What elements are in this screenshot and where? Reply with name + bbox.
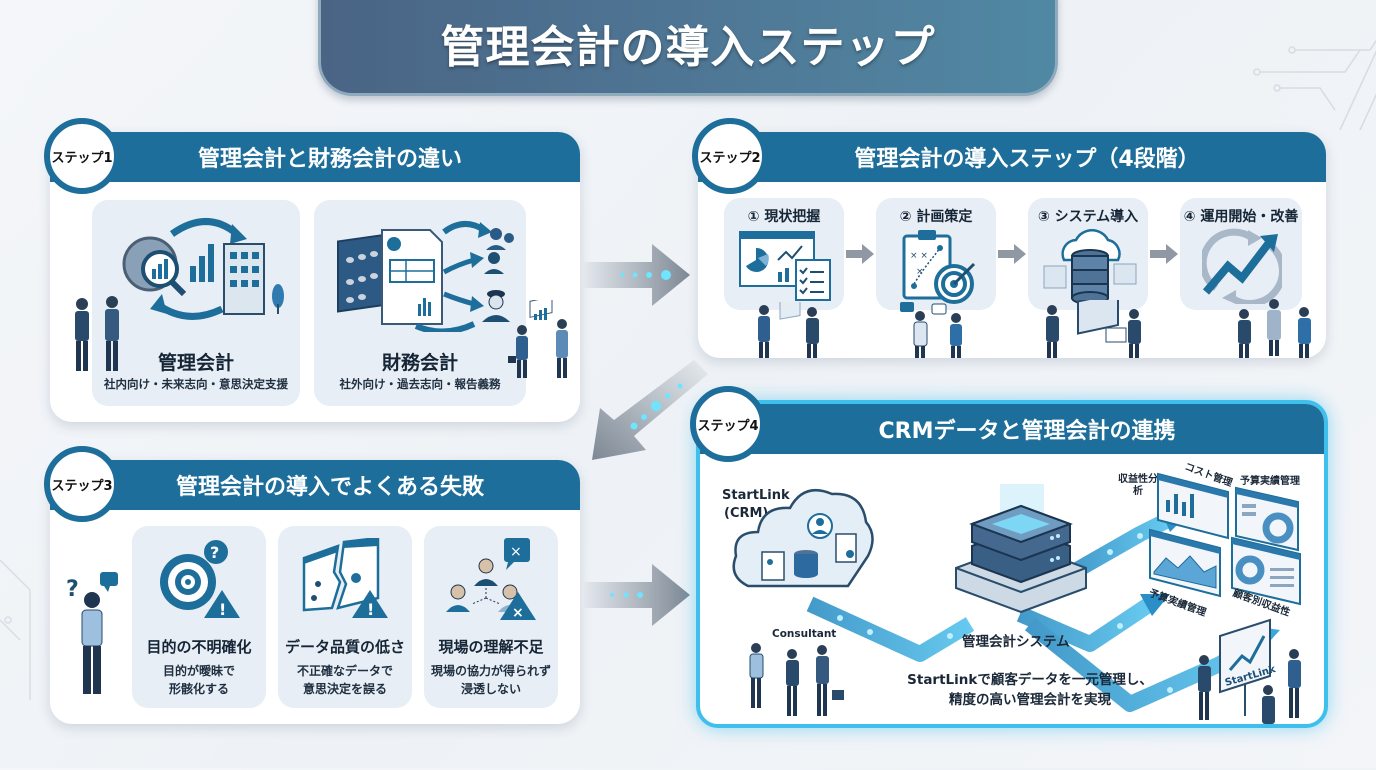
management-accounting-subtitle: 社内向け・未来志向・意思決定支援 <box>104 377 288 391</box>
svg-text:×: × <box>512 605 524 621</box>
step4-panel: CRMデータと管理会計の連携 ステップ4 StartLink (CRM) Con… <box>690 386 1328 728</box>
title-banner: 管理会計の導入ステップ <box>318 0 1058 96</box>
stage-card-1: ① 現状把握 <box>724 198 844 310</box>
management-accounting-card: 管理会計 社内向け・未来志向・意思決定支援 <box>92 200 300 406</box>
failure-card-3: × × 現場の理解不足 現場の協力が得られず 浸透しない <box>424 526 558 708</box>
clipboard-target-icon: × × × <box>902 230 976 304</box>
people-illustration-stage2 <box>900 302 962 358</box>
step4-caption-line1: StartLinkで顧客データを一元管理し、 <box>907 672 1153 688</box>
failure-subtitle-2a: 不正確なデータで <box>296 664 393 678</box>
svg-text:!: ! <box>219 600 226 619</box>
page-title: 管理会計の導入ステップ <box>440 21 936 73</box>
people-illustration-stage3 <box>1046 300 1141 358</box>
team-disconnect-icon: × × <box>446 538 536 621</box>
stage-card-3: ③ システム導入 <box>1028 198 1148 310</box>
failure-subtitle-1b: 形骸化する <box>168 682 229 696</box>
step2-panel: 管理会計の導入ステップ（4段階） ステップ2 ① 現状把握 ② 計画策定 × ×… <box>692 118 1326 358</box>
failure-title-3: 現場の理解不足 <box>438 638 544 656</box>
step4-header: CRMデータと管理会計の連携 <box>700 404 1324 454</box>
dashboard-label-profitability: 収益性分析 <box>1118 474 1158 497</box>
consultant-label: Consultant <box>772 628 837 640</box>
circuit-decoration-right <box>1253 39 1376 130</box>
target-question-icon: ? ! <box>160 540 240 619</box>
svg-text:!: ! <box>367 600 374 619</box>
step2-header: 管理会計の導入ステップ（4段階） <box>698 132 1326 182</box>
dashboard-budget-area-icon <box>1149 528 1221 598</box>
stage-card-4: ④ 運用開始・改善 <box>1180 198 1302 310</box>
confused-person-icon: ? <box>66 572 118 694</box>
stage-card-2: ② 計画策定 × × × <box>876 198 996 310</box>
svg-text:×: × <box>510 544 522 560</box>
step1-badge: ステップ1 <box>44 118 120 194</box>
management-system-server-icon <box>955 484 1087 614</box>
failure-subtitle-3b: 浸透しない <box>460 682 521 696</box>
stage-label-4: ④ 運用開始・改善 <box>1183 209 1299 225</box>
failure-subtitle-2b: 意思決定を誤る <box>302 682 387 696</box>
broken-data-icon: ! <box>302 538 388 619</box>
crm-cloud-icon <box>732 489 874 588</box>
abacus-report-stakeholders-icon <box>337 221 514 332</box>
stage-label-1: ① 現状把握 <box>747 209 821 225</box>
svg-text:?: ? <box>210 543 219 562</box>
consultant-handshake-icon <box>749 643 844 716</box>
stage-arrow-2 <box>998 244 1026 264</box>
failure-subtitle-3a: 現場の協力が得られず <box>430 664 551 678</box>
stage-arrow-3 <box>1150 244 1178 264</box>
step3-heading: 管理会計の導入でよくある失敗 <box>175 475 484 500</box>
dashboard-budget-icon <box>1235 486 1299 552</box>
step2-badge: ステップ2 <box>692 118 768 194</box>
step4-caption-line2: 精度の高い管理会計を実現 <box>949 692 1111 708</box>
step1-heading: 管理会計と財務会計の違い <box>197 147 462 172</box>
people-illustration-stage4 <box>1238 299 1311 358</box>
crm-label-line1: StartLink <box>722 488 790 503</box>
stage-label-3: ③ システム導入 <box>1037 209 1139 225</box>
failure-title-1: 目的の不明確化 <box>146 638 252 656</box>
svg-text:?: ? <box>66 577 79 602</box>
dashboard-customer-profit-icon <box>1231 536 1301 606</box>
presentation-people-icon <box>508 300 568 378</box>
step1-header: 管理会計と財務会計の違い <box>50 132 580 182</box>
failure-title-2: データ品質の低さ <box>284 638 405 656</box>
cloud-database-icon <box>1043 229 1137 305</box>
step2-heading: 管理会計の導入ステップ（4段階） <box>854 147 1200 172</box>
failure-card-2: ! データ品質の低さ 不正確なデータで 意思決定を誤る <box>278 526 412 708</box>
step3-header: 管理会計の導入でよくある失敗 <box>50 460 580 510</box>
stage-arrow-1 <box>846 244 874 264</box>
growth-cycle-icon <box>1202 228 1282 304</box>
management-accounting-title: 管理会計 <box>157 352 234 374</box>
step3-panel: 管理会計の導入でよくある失敗 ステップ3 ? ? ! 目的の不明確化 目的が曖昧… <box>44 446 580 724</box>
step1-panel: 管理会計と財務会計の違い ステップ1 管理会計 社内向け・未来志向・意思決定支援 <box>44 118 580 422</box>
people-illustration-stage1 <box>758 302 819 358</box>
flow-arrow-step3-to-step4 <box>582 564 690 626</box>
svg-text:×: × <box>916 267 924 277</box>
stage-label-2: ② 計画策定 <box>899 209 973 225</box>
flow-arrow-step1-to-step2 <box>582 244 690 306</box>
dashboard-label-budget-top: 予算実績管理 <box>1240 476 1300 487</box>
svg-text:× ×: × × <box>910 251 928 261</box>
startlink-presentation-icon: StartLink <box>1198 618 1301 724</box>
dashboard-checklist-icon <box>739 231 831 301</box>
step4-badge: ステップ4 <box>690 386 766 462</box>
step4-heading: CRMデータと管理会計の連携 <box>878 419 1176 444</box>
failure-subtitle-1a: 目的が曖昧で <box>162 664 235 678</box>
gear-magnifier-building-icon <box>122 218 284 320</box>
flow-arrow-step2-to-step3 <box>592 360 708 460</box>
crm-label-line2: (CRM) <box>724 506 769 521</box>
financial-accounting-subtitle: 社外向け・過去志向・報告義務 <box>339 377 501 391</box>
business-people-icon <box>75 296 119 371</box>
financial-accounting-title: 財務会計 <box>381 352 458 374</box>
step3-badge: ステップ3 <box>44 446 120 522</box>
failure-card-1: ? ! 目的の不明確化 目的が曖昧で 形骸化する <box>132 526 266 708</box>
financial-accounting-card: 財務会計 社外向け・過去志向・報告義務 <box>314 200 526 406</box>
dashboard-cost-icon <box>1157 472 1229 540</box>
management-system-label: 管理会計システム <box>962 634 1070 650</box>
